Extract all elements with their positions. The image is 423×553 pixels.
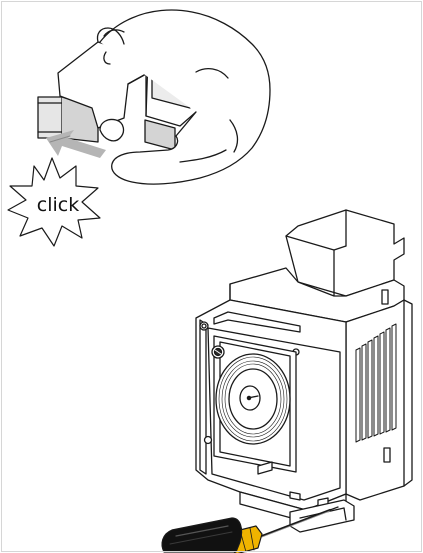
- rail-mounting-step: [7, 9, 271, 247]
- hand: [96, 9, 271, 185]
- screwdriver: [161, 506, 339, 553]
- adjust-knob: [211, 345, 225, 359]
- side-vents: [355, 323, 397, 443]
- timer-module: [195, 209, 413, 533]
- click-starburst: [7, 157, 101, 247]
- din-rail: [37, 96, 176, 151]
- click-label: click: [37, 194, 79, 216]
- click-arrow: [46, 130, 106, 158]
- time-dial: [215, 353, 291, 445]
